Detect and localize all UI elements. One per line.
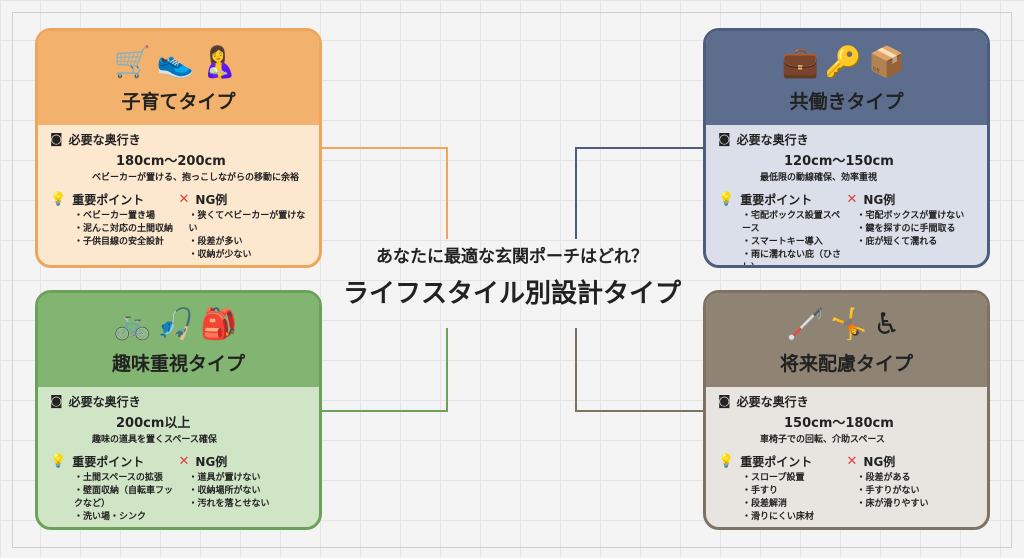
connector-bottom-right-v	[575, 328, 577, 412]
points-label: 重要ポイント	[740, 455, 813, 469]
x-mark-icon: ✕	[178, 454, 190, 469]
ng-label: NG例	[195, 455, 228, 469]
depth-note: 趣味の道具を置くスペース確保	[92, 435, 217, 445]
point-item: 土間スペースの拡張	[74, 472, 179, 485]
card-title: 子育てタイプ	[121, 91, 236, 113]
connector-top-left-v	[446, 147, 448, 239]
ng-item: 手すりがない	[857, 485, 976, 498]
ng-label: NG例	[863, 455, 896, 469]
depth-label: 必要な奥行き	[736, 395, 809, 409]
card-header: 🛒👟🤱 子育てタイプ	[38, 31, 319, 125]
point-item: 子供目線の安全設計	[74, 236, 179, 249]
connector-top-right	[575, 147, 705, 149]
x-mark-icon: ✕	[178, 192, 190, 207]
point-item: 壁面収納（自転車フックなど）	[74, 485, 179, 511]
depth-range: 150cm〜180cm	[784, 416, 894, 431]
card-header: 💼🔑📦 共働きタイプ	[706, 31, 987, 125]
x-mark-icon: ✕	[846, 192, 858, 207]
depth-range: 180cm〜200cm	[116, 154, 226, 169]
ng-item: 道具が置けない	[189, 472, 308, 485]
ng-item: 収納が少ない	[189, 249, 308, 262]
main-title: ライフスタイル別設計タイプ	[342, 279, 681, 309]
card-body: ◙ 必要な奥行き 120cm〜150cm 最低限の動線確保、効率重視 💡 重要ポイン…	[706, 125, 987, 265]
tape-measure-icon: ◙	[50, 132, 63, 147]
point-item: 滑りにくい床材	[742, 511, 847, 524]
x-mark-icon: ✕	[846, 454, 858, 469]
point-item: スマートキー導入	[742, 236, 847, 249]
ng-item: 段差がある	[857, 472, 976, 485]
card-header: 🚲🎣🎒 趣味重視タイプ	[38, 293, 319, 387]
ng-item: 段差が多い	[189, 236, 308, 249]
card-header: 🦯🤸♿ 将来配慮タイプ	[706, 293, 987, 387]
connector-bottom-left	[322, 410, 448, 412]
depth-range: 200cm以上	[116, 416, 191, 431]
points-label: 重要ポイント	[72, 455, 145, 469]
depth-note: 車椅子での回転、介助スペース	[760, 435, 885, 445]
card-childcare: 🛒👟🤱 子育てタイプ ◙ 必要な奥行き 180cm〜200cm ベビーカーが置ける…	[35, 28, 322, 268]
card-dual-income: 💼🔑📦 共働きタイプ ◙ 必要な奥行き 120cm〜150cm 最低限の動線確保、…	[703, 28, 990, 268]
ng-item: 鍵を探すのに手間取る	[857, 223, 976, 236]
lightbulb-icon: 💡	[718, 192, 735, 207]
center-title-block: あなたに最適な玄関ポーチはどれ？ ライフスタイル別設計タイプ	[330, 242, 694, 310]
points-label: 重要ポイント	[740, 193, 813, 207]
ng-label: NG例	[863, 193, 896, 207]
subtitle: あなたに最適な玄関ポーチはどれ？	[376, 247, 648, 267]
card-body: ◙ 必要な奥行き 200cm以上 趣味の道具を置くスペース確保 💡 重要ポイント 土…	[38, 387, 319, 527]
depth-label: 必要な奥行き	[68, 133, 141, 147]
ng-item: 床が滑りやすい	[857, 498, 976, 511]
ng-item: 狭くてベビーカーが置けない	[189, 210, 308, 236]
tape-measure-icon: ◙	[718, 132, 731, 147]
depth-label: 必要な奥行き	[68, 395, 141, 409]
ng-label: NG例	[195, 193, 228, 207]
point-item: 泥んこ対応の土間収納	[74, 223, 179, 236]
connector-bottom-right	[575, 410, 705, 412]
ng-item: 庇が短くて濡れる	[857, 236, 976, 249]
lightbulb-icon: 💡	[50, 192, 67, 207]
card-title: 共働きタイプ	[789, 91, 904, 113]
card-body: ◙ 必要な奥行き 150cm〜180cm 車椅子での回転、介助スペース 💡 重要ポイ…	[706, 387, 987, 527]
bicycle-icon fishing-rod-icon backpack-icon: 🚲🎣🎒	[113, 307, 244, 342]
point-item: スロープ設置	[742, 472, 847, 485]
card-title: 将来配慮タイプ	[779, 353, 913, 375]
connector-top-left	[322, 147, 448, 149]
stroller-icon shoes-icon parent-child-icon: 🛒👟🤱	[113, 45, 244, 80]
depth-note: 最低限の動線確保、効率重視	[760, 173, 878, 183]
tape-measure-icon: ◙	[718, 394, 731, 409]
point-item: ベビーカー置き場	[74, 210, 179, 223]
card-body: ◙ 必要な奥行き 180cm〜200cm ベビーカーが置ける、抱っこしながらの移動…	[38, 125, 319, 265]
point-item: 段差解消	[742, 498, 847, 511]
frame	[12, 12, 1012, 548]
point-item: 雨に濡れない庇（ひさし）	[742, 249, 847, 265]
points-label: 重要ポイント	[72, 193, 145, 207]
card-hobby: 🚲🎣🎒 趣味重視タイプ ◙ 必要な奥行き 200cm以上 趣味の道具を置くスペース…	[35, 290, 322, 530]
tape-measure-icon: ◙	[50, 394, 63, 409]
ng-item: 収納場所がない	[189, 485, 308, 498]
connector-bottom-left-v	[446, 328, 448, 412]
card-title: 趣味重視タイプ	[111, 353, 245, 375]
cane-icon handrail-icon wheelchair-icon: 🦯🤸♿	[786, 307, 907, 342]
ng-item: 汚れを落とせない	[189, 498, 308, 511]
card-future: 🦯🤸♿ 将来配慮タイプ ◙ 必要な奥行き 150cm〜180cm 車椅子での回転、…	[703, 290, 990, 530]
depth-note: ベビーカーが置ける、抱っこしながらの移動に余裕	[92, 173, 300, 183]
lightbulb-icon: 💡	[50, 454, 67, 469]
depth-range: 120cm〜150cm	[784, 154, 894, 169]
point-item: 洗い場・シンク	[74, 511, 179, 524]
ng-item: 宅配ボックスが置けない	[857, 210, 976, 223]
briefcase-icon key-icon package-icon: 💼🔑📦	[781, 45, 912, 80]
depth-label: 必要な奥行き	[736, 133, 809, 147]
point-item: 手すり	[742, 485, 847, 498]
connector-top-right-v	[575, 147, 577, 239]
point-item: 宅配ボックス設置スペース	[742, 210, 847, 236]
lightbulb-icon: 💡	[718, 454, 735, 469]
